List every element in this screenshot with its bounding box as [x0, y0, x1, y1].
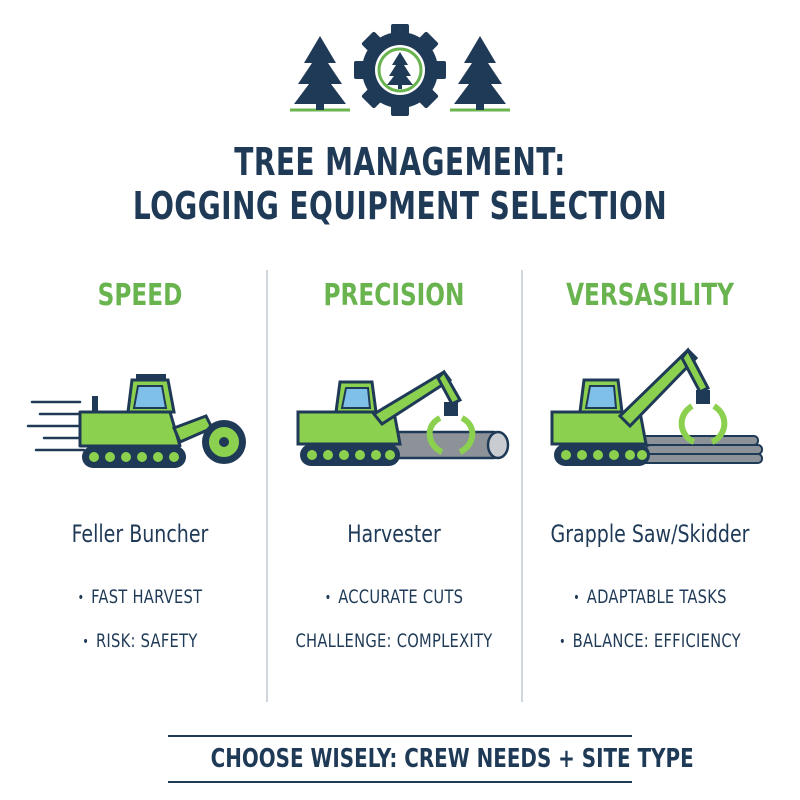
footer-banner: CHOOSE WISELY: CREW NEEDS + SITE TYPE: [168, 735, 694, 783]
column-speed: SPEED Feller Buncher •FAST HA: [10, 270, 270, 710]
list-item: •ACCURATE CUTS: [324, 586, 464, 608]
header-logo: [290, 24, 510, 116]
feller-buncher-icon: [26, 374, 246, 468]
column-versatility: VERSASILITY Grapple Saw/Skidder •ADAPTAB…: [520, 270, 780, 710]
list-item: CHALLENGE: COMPLEXITY: [295, 630, 493, 652]
machine-name: Feller Buncher: [71, 520, 209, 548]
page-title-line-2: LOGGING EQUIPMENT SELECTION: [132, 184, 668, 228]
bullet-dot-icon: •: [82, 633, 90, 650]
column-precision: PRECISION Harvester •ACCURATE CUTS CHALL…: [264, 270, 524, 710]
column-divider: [521, 270, 523, 702]
list-item: •RISK: SAFETY: [82, 630, 198, 652]
list-item: •ADAPTABLE TASKS: [573, 586, 727, 608]
pine-tree-icon: [454, 36, 506, 110]
bullet-dot-icon: •: [324, 589, 332, 606]
bullet-dot-icon: •: [559, 633, 566, 650]
column-heading: VERSASILITY: [566, 278, 734, 313]
machine-name: Grapple Saw/Skidder: [550, 520, 750, 548]
machine-name: Harvester: [347, 520, 441, 548]
list-item: •BALANCE: EFFICIENCY: [559, 630, 741, 652]
grapple-skidder-icon: [550, 347, 763, 466]
column-heading: SPEED: [97, 278, 183, 313]
tree-icon: [387, 52, 413, 89]
list-item: •FAST HARVEST: [77, 586, 203, 608]
pine-tree-icon: [294, 36, 346, 110]
bullet-dot-icon: •: [77, 589, 85, 606]
column-heading: PRECISION: [323, 278, 465, 313]
harvester-icon: [296, 369, 510, 466]
column-divider: [266, 270, 268, 702]
bullet-dot-icon: •: [573, 589, 580, 606]
footer-text: CHOOSE WISELY: CREW NEEDS + SITE TYPE: [210, 744, 694, 774]
gear-icon: [354, 24, 446, 116]
page-title-line-1: TREE MANAGEMENT:: [234, 140, 566, 184]
